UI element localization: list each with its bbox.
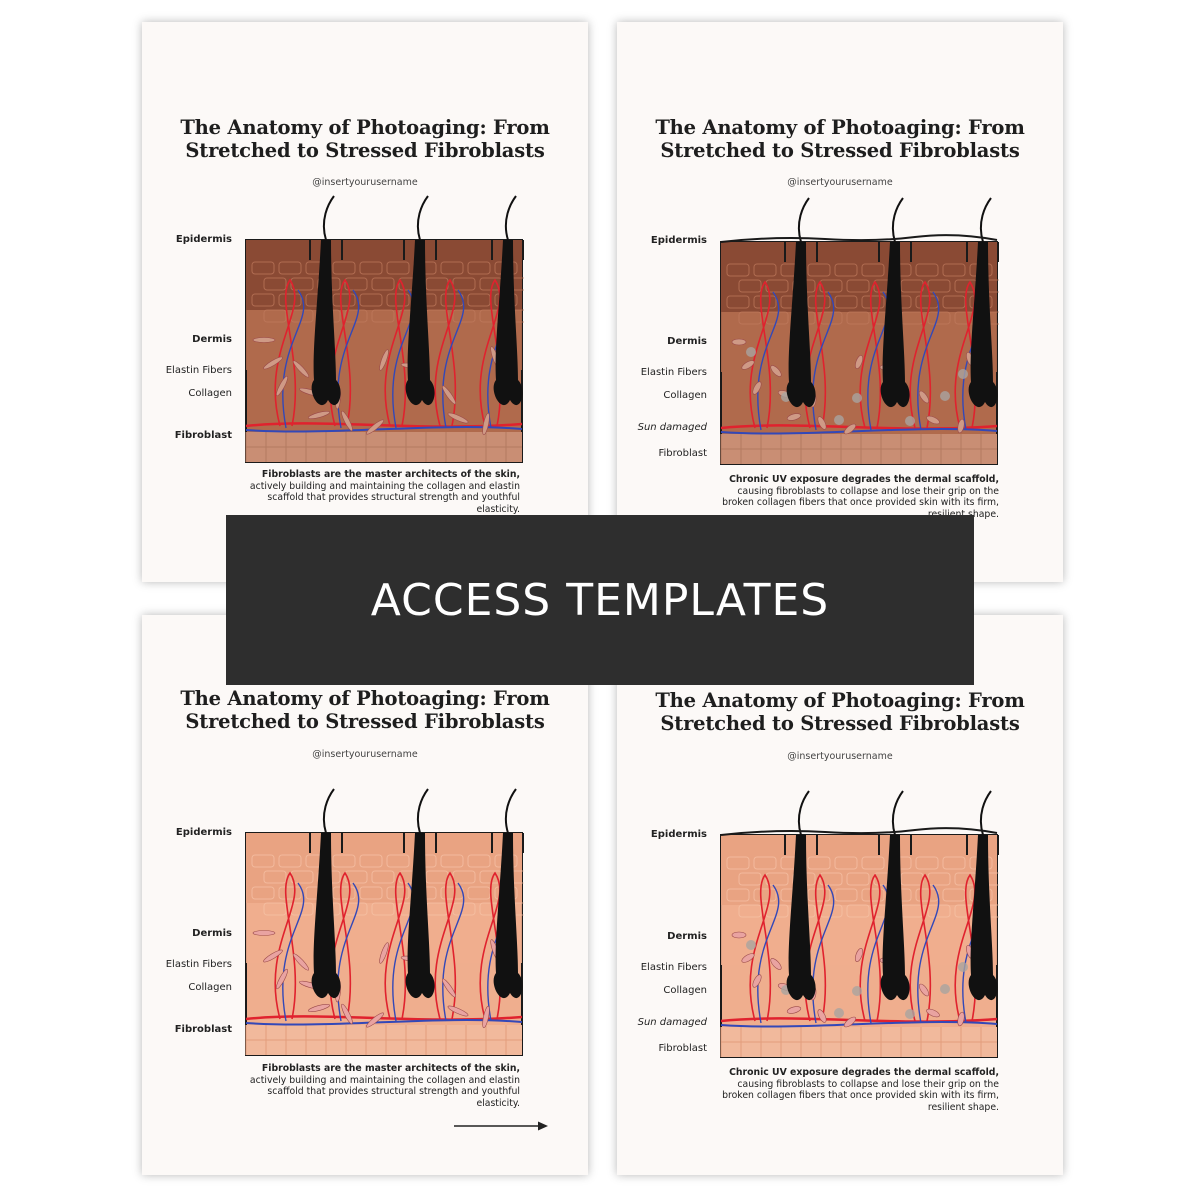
access-templates-banner[interactable]: ACCESS TEMPLATES xyxy=(226,515,974,685)
label-dermis: Dermis xyxy=(192,928,232,939)
label-dermis: Dermis xyxy=(667,931,707,942)
banner-label: ACCESS TEMPLATES xyxy=(370,574,830,626)
label-elastin-fibers: Elastin Fibers xyxy=(640,367,707,378)
label-sun-damaged: Sun damaged xyxy=(637,1017,707,1028)
label-epidermis: Epidermis xyxy=(650,829,707,840)
label-elastin-fibers: Elastin Fibers xyxy=(165,365,232,376)
label-collagen: Collagen xyxy=(188,388,232,399)
label-dermis: Dermis xyxy=(667,336,707,347)
username-handle: @insertyourusername xyxy=(787,177,893,188)
caption: Chronic UV exposure degrades the dermal … xyxy=(722,474,999,520)
username-handle: @insertyourusername xyxy=(312,177,418,188)
label-epidermis: Epidermis xyxy=(175,234,232,245)
caption: Fibroblasts are the master architects of… xyxy=(249,1063,520,1109)
next-arrow-icon[interactable] xyxy=(452,1118,552,1134)
label-collagen: Collagen xyxy=(663,985,707,996)
caption: Fibroblasts are the master architects of… xyxy=(249,469,520,515)
label-fibroblast: Fibroblast xyxy=(658,1043,707,1054)
label-epidermis: Epidermis xyxy=(175,827,232,838)
label-epidermis: Epidermis xyxy=(650,235,707,246)
label-elastin-fibers: Elastin Fibers xyxy=(640,962,707,973)
label-sun-damaged: Sun damaged xyxy=(637,422,707,433)
username-handle: @insertyourusername xyxy=(312,749,418,760)
username-handle: @insertyourusername xyxy=(787,751,893,762)
label-fibroblast: Fibroblast xyxy=(174,1024,232,1035)
skin-cross-section-illustration xyxy=(245,788,524,1056)
caption: Chronic UV exposure degrades the dermal … xyxy=(722,1067,999,1113)
label-dermis: Dermis xyxy=(192,334,232,345)
label-collagen: Collagen xyxy=(188,982,232,993)
label-collagen: Collagen xyxy=(663,390,707,401)
skin-cross-section-illustration xyxy=(245,195,524,463)
label-fibroblast: Fibroblast xyxy=(174,430,232,441)
skin-cross-section-illustration xyxy=(720,197,999,465)
skin-cross-section-illustration xyxy=(720,790,999,1058)
label-elastin-fibers: Elastin Fibers xyxy=(165,959,232,970)
label-fibroblast: Fibroblast xyxy=(658,448,707,459)
